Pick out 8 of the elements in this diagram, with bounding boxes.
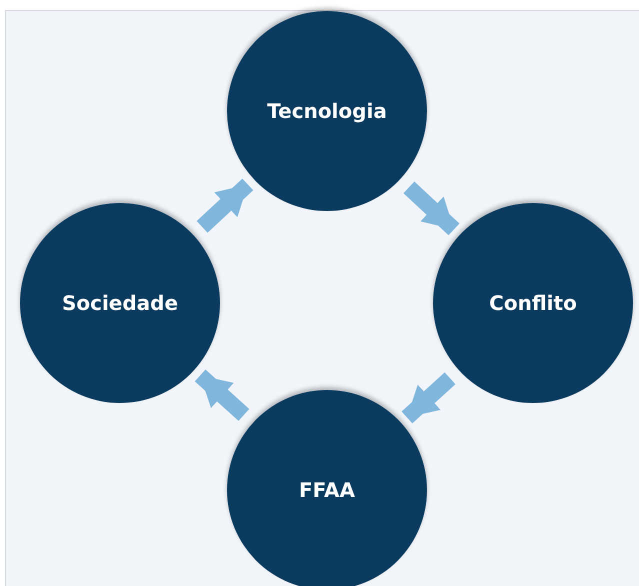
block-arrow	[402, 372, 456, 424]
block-arrow	[196, 178, 254, 233]
node-label: Sociedade	[62, 291, 178, 315]
node-label: FFAA	[299, 478, 355, 502]
node-label: Tecnologia	[267, 99, 387, 123]
node-label: Conflito	[489, 291, 577, 315]
block-arrow	[194, 369, 250, 421]
block-arrow	[403, 182, 460, 236]
